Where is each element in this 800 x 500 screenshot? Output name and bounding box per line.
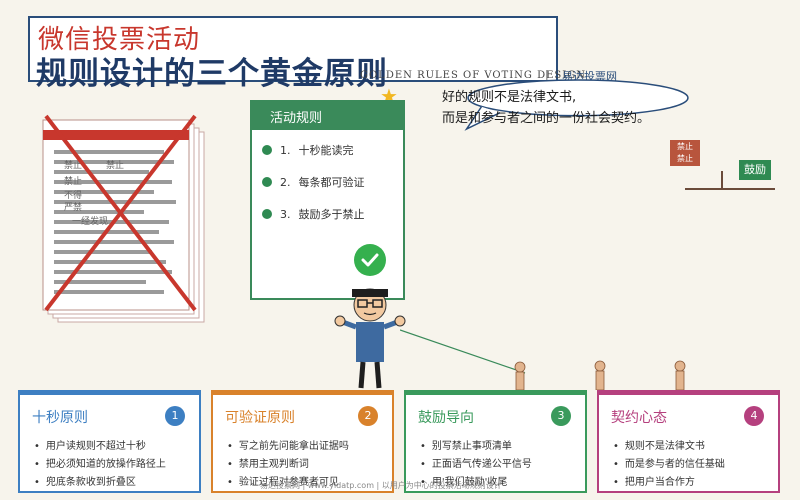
footer-text: 易达投票网 | www.yidatp.com | 以用户为中心的投票活动规则设计 (260, 481, 502, 490)
speech-bubble (464, 79, 689, 131)
bubble-line-1: 好的规则不是法律文书, (442, 90, 577, 105)
rule-text: 鼓励多于禁止 (298, 208, 365, 221)
title-box (28, 16, 558, 82)
card-item: 验证过程对参赛者可见 (227, 473, 339, 488)
crossed-out-document: 禁止 禁止 禁止 不得 严禁 一经发现 (42, 114, 205, 323)
checkmark-icon (354, 244, 386, 276)
principle-card-3: 鼓励导向 3 别写禁止事项清单 正面语气传递公平信号 用'我们鼓励'收尾 (404, 390, 587, 493)
card-number-badge: 3 (551, 406, 571, 426)
connector-line (400, 329, 526, 374)
card-item: 把用户当合作方 (613, 473, 695, 488)
doc-snippet: 一经发现 (72, 215, 108, 227)
card-item: 正面语气传递公平信号 (420, 455, 532, 470)
card-number-badge: 2 (358, 406, 378, 426)
rule-item: 2. 每条都可验证 (262, 174, 365, 190)
title-line-1: 微信投票活动 (38, 25, 201, 55)
card-item: 把必须知道的放操作路径上 (34, 455, 166, 470)
title-line-2: 规则设计的三个黄金原则 (36, 56, 388, 92)
rule-text: 十秒能读完 (298, 144, 354, 157)
bullet-icon (262, 209, 272, 219)
card-item: 用户读规则不超过十秒 (34, 437, 146, 452)
doc-snippet: 禁止 (64, 175, 82, 187)
forbid-weight: 禁止 禁止 (670, 140, 700, 166)
rule-text: 每条都可验证 (298, 176, 365, 189)
forbid-label: 禁止 (677, 142, 693, 151)
card-number-badge: 4 (744, 406, 764, 426)
bubble-line-2: 而是和参与者之间的一份社会契约。 (442, 111, 651, 126)
card-item: 用'我们鼓励'收尾 (420, 473, 508, 488)
card-item: 而是参与者的信任基础 (613, 455, 725, 470)
balance-icon (685, 171, 775, 190)
card-item: 写之前先问能拿出证据吗 (227, 437, 349, 452)
rule-number: 3. (280, 207, 291, 221)
bullet-icon (262, 177, 272, 187)
doc-snippet: 禁止 (64, 159, 82, 171)
bullet-icon (262, 145, 272, 155)
forbid-label: 禁止 (677, 154, 693, 163)
rules-card: 活动规则 1. 十秒能读完 2. 每条都可验证 3. 鼓励多于禁止 (250, 100, 405, 300)
card-title: 契约心态 (611, 410, 667, 426)
rule-item: 1. 十秒能读完 (262, 142, 354, 158)
rules-card-title: 活动规则 (270, 111, 323, 126)
rule-item: 3. 鼓励多于禁止 (262, 206, 365, 222)
card-item: 规则不是法律文书 (613, 437, 705, 452)
doc-snippet: 严禁 (64, 202, 82, 213)
encourage-weight: 鼓励 (739, 160, 771, 180)
card-item: 禁用主观判断词 (227, 455, 309, 470)
character-illustration (334, 288, 406, 389)
doc-snippet: 禁止 (106, 159, 124, 171)
principle-card-2: 可验证原则 2 写之前先问能拿出证据吗 禁用主观判断词 验证过程对参赛者可见 (211, 390, 394, 493)
card-item: 别写禁止事项清单 (420, 437, 512, 452)
card-title: 可验证原则 (225, 410, 295, 426)
card-title: 十秒原则 (32, 410, 88, 426)
rule-number: 1. (280, 143, 291, 157)
principle-card-1: 十秒原则 1 用户读规则不超过十秒 把必须知道的放操作路径上 兜底条款收到折叠区 (18, 390, 201, 493)
subtitle-english: GOLDEN RULES OF VOTING DESIGN (360, 70, 586, 81)
participants-illustration (514, 360, 686, 390)
rules-card-header: 活动规则 (252, 102, 403, 130)
doc-snippet: 不得 (64, 189, 82, 201)
card-number-badge: 1 (165, 406, 185, 426)
rule-number: 2. (280, 175, 291, 189)
principle-card-4: 契约心态 4 规则不是法律文书 而是参与者的信任基础 把用户当合作方 (597, 390, 780, 493)
card-item: 兜底条款收到折叠区 (34, 473, 136, 488)
card-title: 鼓励导向 (418, 410, 474, 426)
subtitle-separator: | (545, 68, 549, 81)
